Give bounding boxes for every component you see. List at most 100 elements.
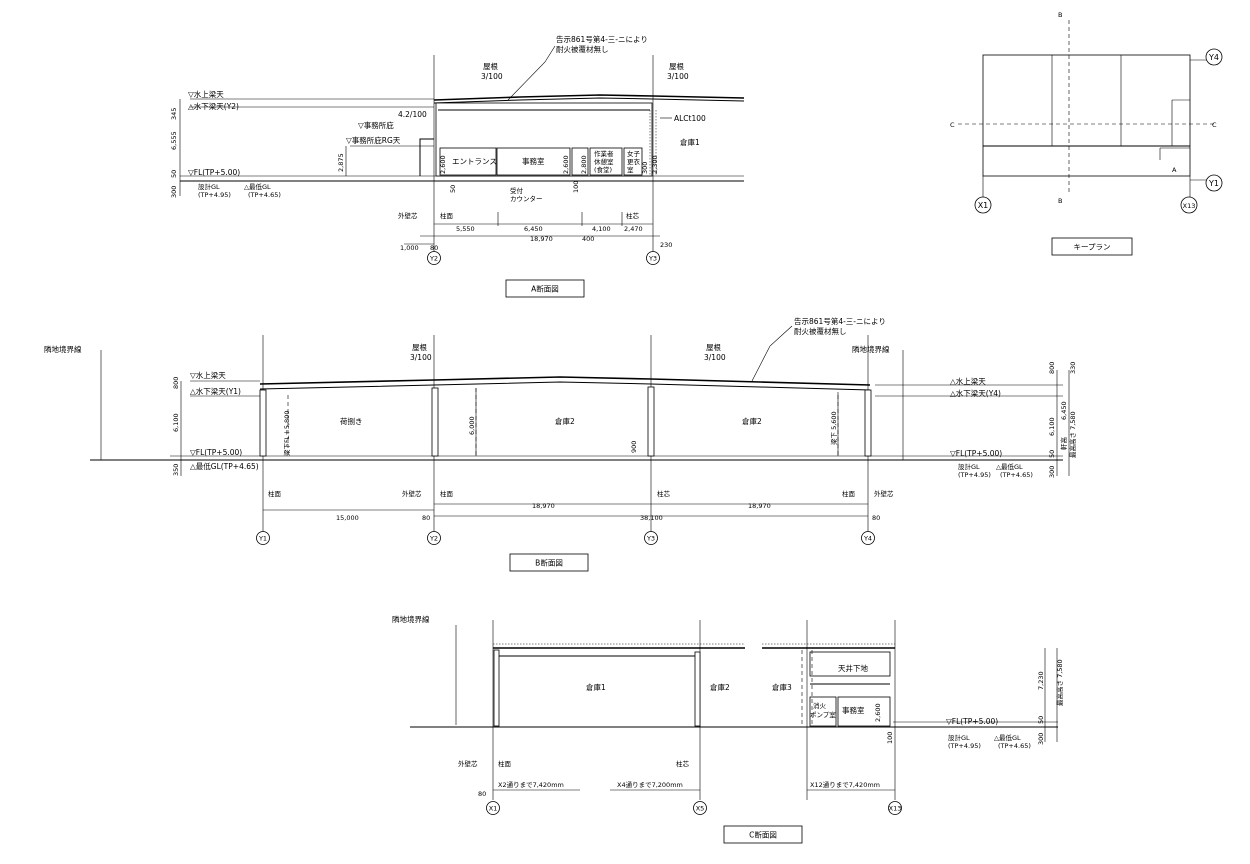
- c-lowest-gl: △最低GL: [994, 733, 1021, 742]
- b-boundary-right: 隣地境界線: [852, 344, 890, 354]
- grid-label-y3: Y3: [648, 255, 657, 263]
- a-roof1-slope: 3/100: [481, 72, 503, 81]
- b-vdim-300-r: 300: [1048, 466, 1056, 478]
- b-beam-under-fl: 梁下FL＋5,800: [282, 411, 291, 456]
- b-vdim-6000: 6,000: [468, 416, 476, 435]
- a-hdim-5550: 5,550: [456, 225, 475, 233]
- b-vdim-50-r: 50: [1048, 450, 1056, 458]
- b-lowest-gl-tp-r: (TP+4.65): [1000, 471, 1033, 479]
- key-marker-a: A: [1172, 166, 1177, 174]
- b-grid-y4: Y4: [863, 535, 872, 543]
- b-section: Y1 Y2 Y3 Y4 告示861号第4-三-ニにより 耐火被覆材無し 屋根 3…: [44, 316, 1077, 572]
- c-section: X1 X5 X13 隣地境界線 倉庫1 倉庫2 倉庫3 天井下地 消火 ポンプ室…: [392, 614, 1064, 844]
- a-room-office: 事務室: [522, 156, 545, 166]
- a-room-room: 室: [627, 165, 634, 174]
- a-design-gl-tp: (TP+4.95): [198, 191, 231, 199]
- c-vdim-2600: 2,600: [874, 703, 882, 722]
- key-grid-y1: Y1: [1208, 179, 1219, 188]
- a-vdim-100: 100: [572, 181, 580, 193]
- a-note-line1: 告示861号第4-三-ニにより: [556, 34, 648, 44]
- c-vdim-300: 300: [1037, 733, 1045, 745]
- a-vdim-50b: 50: [449, 185, 457, 193]
- a-section-title: A断面図: [531, 284, 559, 294]
- b-lowest-gl-r: △最低GL: [996, 462, 1023, 471]
- b-level-mizukami-l: ▽水上梁天: [190, 370, 226, 380]
- c-col-face: 柱面: [498, 759, 512, 768]
- c-room-warehouse2: 倉庫2: [710, 682, 730, 692]
- a-vdim-50: 50: [170, 170, 178, 178]
- c-design-gl: 設計GL: [948, 733, 970, 742]
- a-vdim-2800: 2,800: [580, 155, 588, 174]
- c-span-x2: X2通りまで7,420mm: [498, 780, 564, 789]
- b-grid-y2: Y2: [429, 535, 438, 543]
- b-grid-y3: Y3: [646, 535, 655, 543]
- a-room-entrance: エントランス: [452, 157, 497, 166]
- b-vdim-6100-r: 6,100: [1048, 417, 1056, 436]
- a-level-fl: ▽FL(TP+5.00): [188, 168, 240, 177]
- c-ceiling-base: 天井下地: [838, 663, 868, 673]
- a-room-cafeteria: (食堂): [594, 165, 612, 174]
- b-hdim-80b: 80: [872, 514, 880, 522]
- a-vdim-300b: 300: [641, 162, 649, 174]
- a-roof2-label: 屋根: [669, 61, 684, 71]
- b-col-face-3: 柱面: [842, 489, 856, 498]
- a-room-locker: 更衣: [627, 157, 641, 166]
- b-section-title: B断面図: [535, 558, 563, 568]
- c-vdim-7230: 7,230: [1037, 671, 1045, 690]
- b-roof1-label: 屋根: [412, 342, 427, 352]
- grid-label-y2: Y2: [429, 255, 438, 263]
- b-boundary-left: 隣地境界線: [44, 344, 82, 354]
- b-level-fl-r: ▽FL(TP+5.00): [950, 449, 1002, 458]
- key-marker-b-top: B: [1058, 11, 1062, 19]
- a-room-female: 女子: [627, 149, 641, 158]
- c-room-pump: ポンプ室: [810, 710, 836, 719]
- b-level-mizushita-l: △水下梁天(Y1): [190, 386, 241, 396]
- a-roof2-slope: 3/100: [667, 72, 689, 81]
- c-room-warehouse1: 倉庫1: [586, 682, 606, 692]
- a-level-canopy-rg: ▽事務所庇RG天: [346, 135, 401, 145]
- c-design-gl-tp: (TP+4.95): [948, 742, 981, 750]
- key-grid-y4: Y4: [1208, 53, 1219, 62]
- c-section-title: C断面図: [749, 830, 777, 840]
- a-reception: 受付: [510, 186, 524, 195]
- b-hdim-38100: 38,100: [640, 514, 663, 522]
- c-lowest-gl-tp: (TP+4.65): [998, 742, 1031, 750]
- b-col-exterior-2: 外壁芯: [874, 489, 894, 498]
- a-vdim-2600b: 2,600: [562, 155, 570, 174]
- a-vdim-345: 345: [170, 108, 178, 120]
- c-vdim-100: 100: [886, 732, 894, 744]
- b-level-mizushita-r: △水下梁天(Y4): [950, 388, 1001, 398]
- b-roof1-slope: 3/100: [410, 353, 432, 362]
- b-level-mizukami-r: △水上梁天: [950, 376, 986, 386]
- a-lowest-gl: △最低GL: [244, 182, 271, 191]
- c-grid-x1: X1: [489, 805, 498, 813]
- a-vdim-300: 300: [170, 186, 178, 198]
- a-lowest-gl-tp: (TP+4.65): [248, 191, 281, 199]
- a-alc: ALCt100: [674, 114, 706, 123]
- key-plan-title: キープラン: [1073, 243, 1110, 252]
- a-hdim-2470: 2,470: [624, 225, 643, 233]
- a-section: Y2 Y3 告示861号第4-三-ニにより 耐火被覆材無し 屋根 3/100 屋…: [170, 34, 745, 298]
- b-col-face-2: 柱面: [440, 489, 454, 498]
- a-room-warehouse1: 倉庫1: [680, 137, 700, 147]
- b-room-loading: 荷捌き: [340, 416, 363, 426]
- b-col-face-1: 柱面: [268, 489, 282, 498]
- a-roof1-label: 屋根: [483, 61, 498, 71]
- key-plan: Y4 Y1 X1 X13 B B C C A キープラン: [950, 11, 1223, 256]
- a-note-line2: 耐火被覆材無し: [556, 44, 609, 54]
- a-hdim-6450: 6,450: [524, 225, 543, 233]
- b-vdim-800-l: 800: [172, 377, 180, 389]
- c-max-height: 最高高さ 7,580: [1055, 659, 1064, 706]
- a-hdim-1000: 1,000: [400, 244, 419, 252]
- grid-bubble-y3: [646, 251, 660, 265]
- a-hdim-80: 80: [430, 244, 438, 252]
- a-slope: 4.2/100: [398, 110, 427, 119]
- b-hdim-18970a: 18,970: [532, 502, 555, 510]
- a-vdim-2600a: 2,600: [439, 155, 447, 174]
- b-room-warehouse2b: 倉庫2: [742, 416, 762, 426]
- b-vdim-350-l: 350: [172, 464, 180, 476]
- b-vdim-330-r: 330: [1069, 362, 1077, 374]
- b-room-warehouse2a: 倉庫2: [555, 416, 575, 426]
- b-hdim-18970b: 18,970: [748, 502, 771, 510]
- b-note-line1: 告示861号第4-三-ニにより: [794, 316, 886, 326]
